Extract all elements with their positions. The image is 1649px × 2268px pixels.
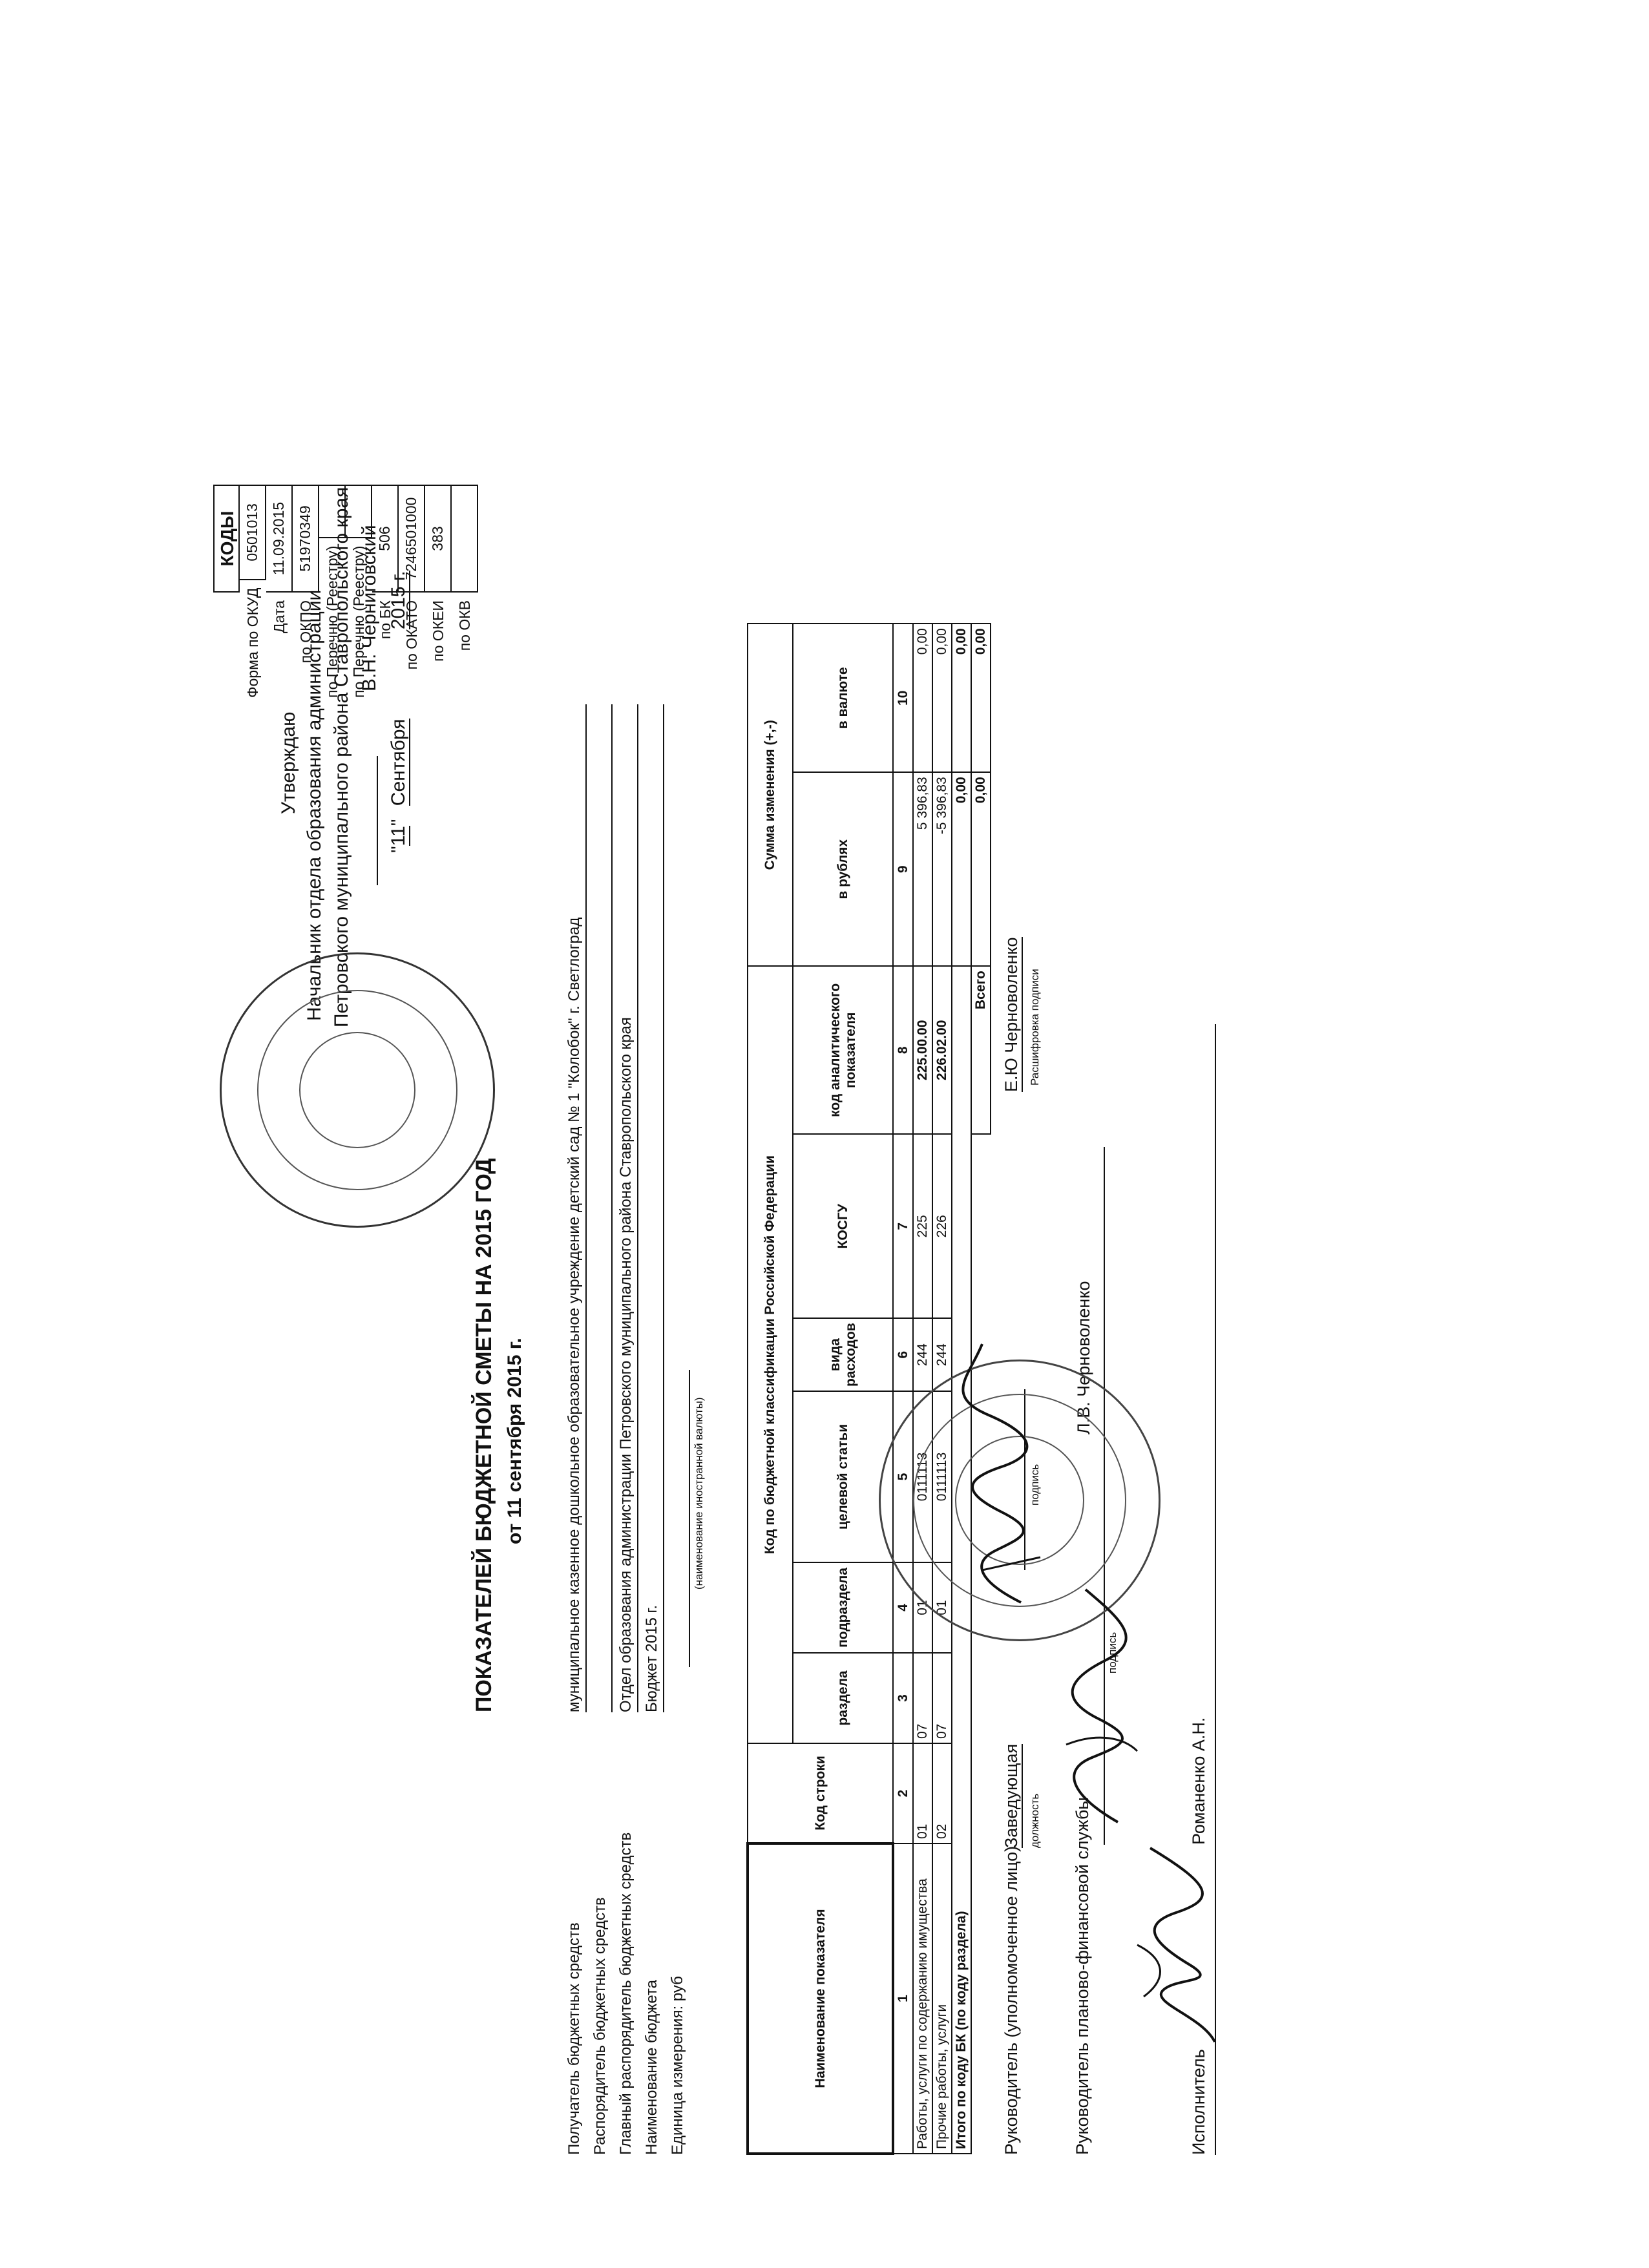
unit-label: Единица измерения: руб (669, 1976, 686, 2155)
row-rub: -5 396,83 (932, 772, 952, 967)
code-value: 7246501000 (399, 485, 425, 593)
index-cell: 2 (893, 1743, 913, 1843)
header-expense: вида расходов (793, 1318, 893, 1391)
code-value: 51970349 (293, 485, 319, 593)
date-quote-close: " (388, 819, 409, 826)
index-cell: 10 (893, 624, 913, 773)
chief-label: Главный распорядитель бюджетных средств (617, 1832, 635, 2155)
row-kosgu: 226 (932, 1134, 952, 1319)
approval-stamp (220, 952, 495, 1228)
header-name: Наименование показателя (748, 1843, 893, 2154)
code-label: по ОКПО (297, 600, 314, 664)
exec-signature (1137, 1847, 1216, 2042)
row-analytic: 226.02.00 (932, 966, 952, 1135)
fin-signature (1066, 1588, 1139, 1823)
codes-box: КОДЫ Форма по ОКУД 0501013 Дата 11.09.2015… (213, 485, 478, 698)
index-cell: 6 (893, 1318, 913, 1391)
date-quote-open: " (388, 846, 409, 853)
code-label: по Перечню (Реестру) (324, 545, 341, 698)
code-value: 506 (372, 485, 399, 593)
row-kosgu: 225 (913, 1134, 932, 1319)
row-section: 07 (932, 1653, 952, 1743)
code-value (452, 485, 478, 593)
approve-date-day: 11 (388, 826, 410, 846)
code-label: Форма по ОКУД (244, 587, 261, 698)
row-cur: 0,00 (913, 624, 932, 773)
row-code: 02 (932, 1743, 952, 1843)
document-title: ПОКАЗАТЕЛЕЙ БЮДЖЕТНОЙ СМЕТЫ НА 2015 ГОД (472, 1158, 496, 1712)
row-rub: 5 396,83 (913, 772, 932, 967)
row-section: 07 (913, 1653, 932, 1743)
code-value (346, 485, 372, 538)
code-value: 383 (425, 485, 452, 593)
approve-word: Утверждаю (278, 711, 299, 814)
index-cell: 3 (893, 1653, 913, 1743)
header-analytic: код аналитического показателя (793, 966, 893, 1135)
fin-label: Руководитель планово-финансовой службы (1073, 1797, 1092, 2155)
total-label: Всего (971, 966, 991, 1135)
row-cur: 0,00 (932, 624, 952, 773)
code-value (319, 485, 346, 538)
index-cell: 8 (893, 966, 913, 1135)
code-label: по ОКЕИ (430, 600, 446, 662)
code-label: Дата (271, 600, 288, 633)
total-cur: 0,00 (971, 624, 991, 773)
index-cell: 9 (893, 772, 913, 967)
header-target: целевой статьи (793, 1391, 893, 1562)
row-analytic: 225.00.00 (913, 966, 932, 1135)
recipient-label: Получатель бюджетных средств (565, 1922, 583, 2155)
head-label: Руководитель (уполномоченное лицо) (1002, 1845, 1021, 2155)
code-label: по Перечню (Реестру) (350, 545, 367, 698)
header-change: Сумма изменения (+,-) (748, 624, 793, 967)
row-expense: 244 (913, 1318, 932, 1391)
codes-header: КОДЫ (213, 485, 240, 593)
header-cur: в валюте (793, 624, 893, 773)
budget-label: Наименование бюджета (643, 1980, 660, 2155)
header-rub: в рублях (793, 772, 893, 967)
code-label: по БК (377, 600, 394, 640)
exec-name: Романенко А.Н. (1189, 1717, 1208, 1845)
index-cell: 7 (893, 1134, 913, 1319)
code-value: 11.09.2015 (266, 485, 293, 593)
subtotal-cur: 0,00 (952, 624, 971, 773)
recipient-value: муниципальное казенное дошкольное образо… (565, 917, 583, 1712)
head-signature (961, 1343, 1041, 1604)
manager-label: Распорядитель бюджетных средств (591, 1897, 609, 2155)
exec-label: Исполнитель (1189, 2049, 1208, 2155)
row-name: Работы, услуги по содержанию имущества (913, 1843, 932, 2154)
row-name: Прочие работы, услуги (932, 1843, 952, 2154)
approve-sign-line (359, 756, 378, 885)
code-value: 0501013 (240, 485, 266, 580)
currency-caption: (наименование иностранной валюты) (693, 1397, 705, 1590)
position-caption: должность (1029, 1793, 1041, 1848)
head-name: Е.Ю Черноволенко (1002, 937, 1023, 1092)
row-code: 01 (913, 1743, 932, 1843)
head-position: Заведующая (1002, 1743, 1023, 1848)
subtotal-rub: 0,00 (952, 772, 971, 967)
total-rub: 0,00 (971, 772, 991, 967)
chief-value: Отдел образования администрации Петровск… (617, 1017, 635, 1712)
decode-caption: Расшифровка подписи (1029, 969, 1041, 1086)
table-row: Работы, услуги по содержанию имущества 0… (913, 624, 932, 2154)
index-cell: 1 (893, 1843, 913, 2154)
header-subsection: подраздела (793, 1562, 893, 1653)
header-bk: Код по бюджетной классификации Российско… (748, 966, 793, 1743)
header-kosgu: КОСГУ (793, 1134, 893, 1319)
code-label: по ОКВ (456, 600, 473, 651)
code-label: по ОКАТО (403, 600, 420, 670)
header-row-code: Код строки (748, 1743, 893, 1843)
header-section: раздела (793, 1653, 893, 1743)
document-subtitle: от 11 сентября 2015 г. (504, 1338, 525, 1544)
budget-value: Бюджет 2015 г. (643, 1604, 660, 1712)
approve-date-month: Сентября (388, 719, 410, 806)
